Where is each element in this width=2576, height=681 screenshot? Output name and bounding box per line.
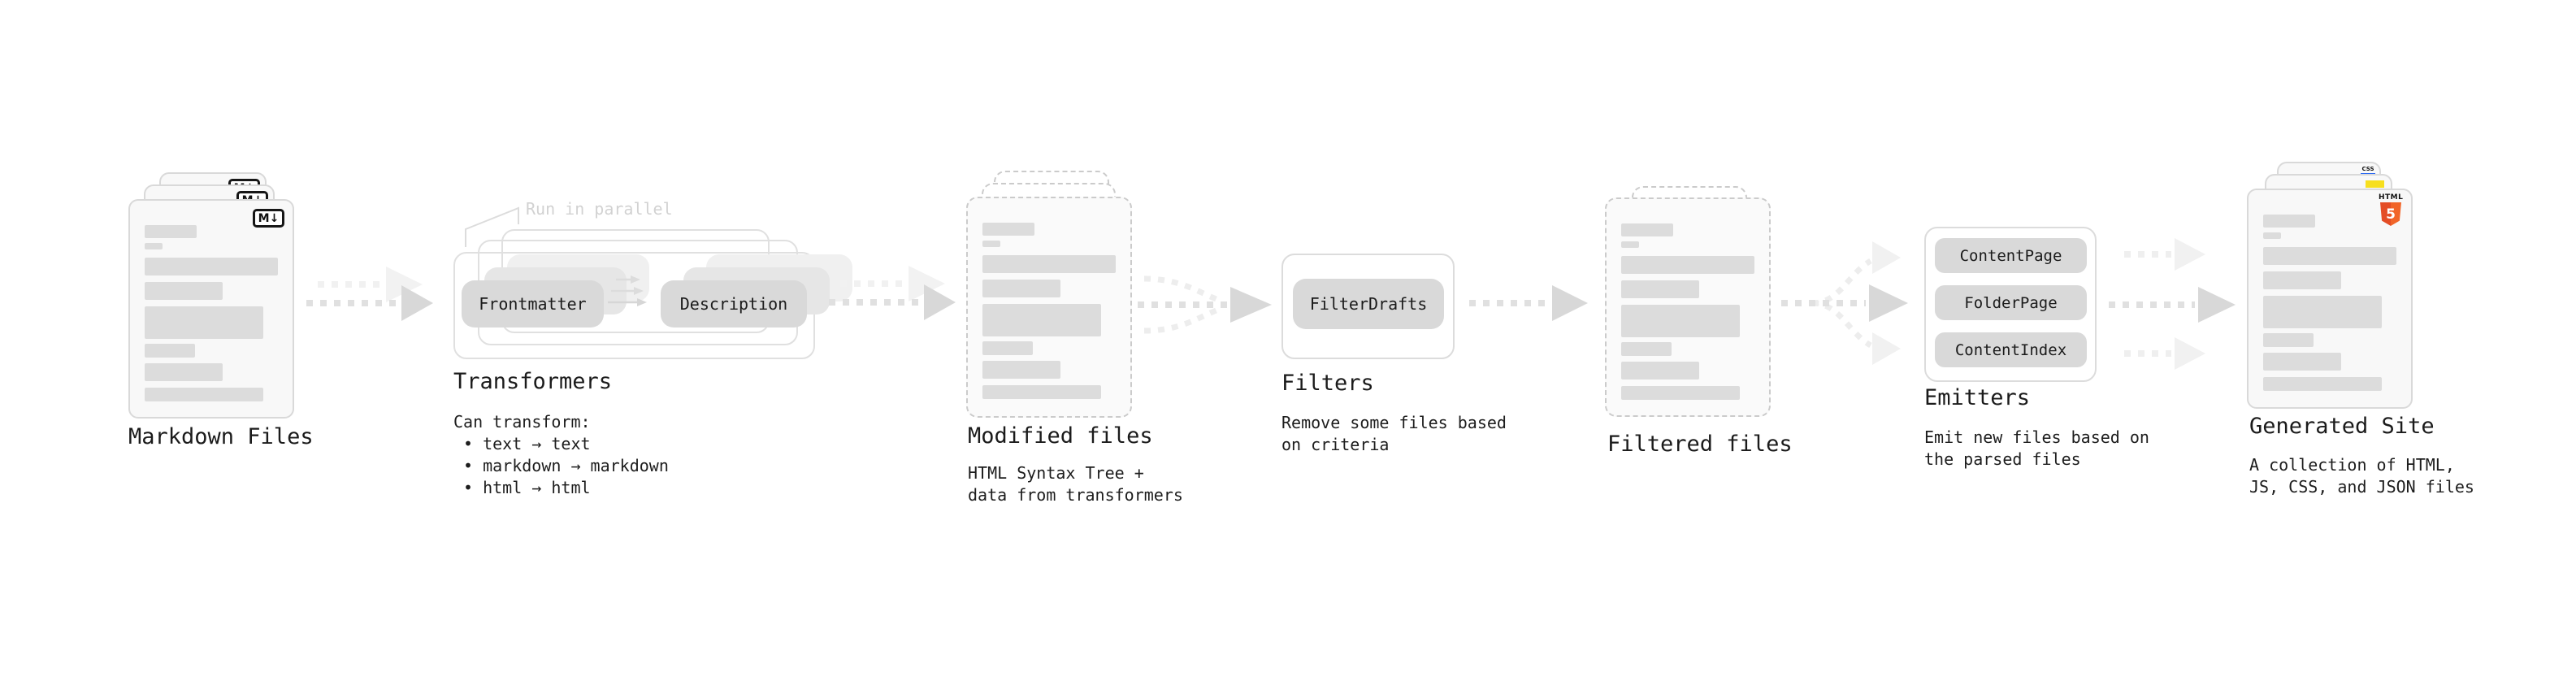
content-placeholder-bar [1621, 241, 1639, 248]
content-placeholder-bar [982, 280, 1060, 297]
contentindex-pill: ContentIndex [1935, 332, 2087, 367]
content-placeholder-bar [2263, 232, 2281, 239]
run-in-parallel-annotation: Run in parallel [526, 199, 673, 219]
content-placeholder-bar [145, 225, 197, 238]
filtered-files-label: Filtered files [1607, 432, 1793, 457]
arrow-ghost [840, 266, 945, 301]
content-placeholder-bar [982, 304, 1101, 336]
content-placeholder-bar [1621, 362, 1699, 380]
js-icon [2366, 180, 2384, 188]
transformer-flow-arrows [608, 275, 647, 306]
content-placeholder-bar [1621, 256, 1754, 274]
content-placeholder-bar [1621, 386, 1740, 400]
content-placeholder-bar [145, 258, 278, 275]
generated-site-desc: A collection of HTML, [2249, 455, 2455, 475]
transformers-bullet: • html → html [463, 478, 591, 497]
modified-files-desc: data from transformers [968, 485, 1183, 505]
content-placeholder-bar [2263, 215, 2315, 228]
content-placeholder-bar [145, 243, 163, 249]
annotation-leader-line [465, 206, 519, 247]
filters-label: Filters [1281, 371, 1374, 396]
html5-shield: 5 [2380, 202, 2401, 226]
content-placeholder-bar [145, 282, 223, 300]
transformers-bullet: • text → text [463, 434, 591, 453]
emitters-label: Emitters [1924, 385, 2031, 410]
arrow-modified-to-filters [1138, 275, 1272, 334]
content-placeholder-bar [2263, 377, 2382, 391]
content-placeholder-bar [1621, 223, 1673, 236]
modified-files-label: Modified files [968, 423, 1153, 449]
generated-site-label: Generated Site [2249, 414, 2435, 439]
content-placeholder-bar [2263, 247, 2396, 265]
content-placeholder-bar [145, 344, 195, 358]
content-placeholder-bar [145, 306, 263, 339]
content-placeholder-bar [145, 388, 263, 401]
content-placeholder-bar [982, 385, 1101, 399]
contentpage-pill: ContentPage [1935, 238, 2087, 273]
arrow-filters-to-filtered [1469, 285, 1588, 321]
content-placeholder-bar [982, 361, 1060, 379]
content-placeholder-bar [1621, 342, 1672, 356]
arrow-folderpage-to-site [2109, 287, 2236, 323]
transformers-bullet: • markdown → markdown [463, 456, 669, 475]
transformers-desc-title: Can transform: [453, 412, 591, 432]
arrow-ghost [318, 267, 423, 302]
content-placeholder-bar [982, 223, 1034, 236]
modified-file-front [966, 197, 1132, 418]
arrow-markdown-to-transformers [306, 267, 433, 321]
folderpage-pill: FolderPage [1935, 285, 2087, 320]
content-placeholder-bar [2263, 333, 2314, 347]
markdown-files-label: Markdown Files [128, 424, 314, 449]
html5-icon: HTML 5 [2379, 194, 2403, 226]
emitters-box [1924, 227, 2097, 382]
filters-box [1281, 254, 1455, 359]
site-file-html: HTML 5 [2247, 189, 2413, 409]
emitters-desc: the parsed files [1924, 449, 2081, 469]
markdown-file-front: M↓ [128, 199, 294, 419]
filters-desc: Remove some files based [1281, 413, 1507, 432]
modified-files-desc: HTML Syntax Tree + [968, 463, 1144, 483]
transformers-label: Transformers [453, 369, 613, 394]
generated-site-desc: JS, CSS, and JSON files [2249, 477, 2474, 497]
content-placeholder-bar [2263, 296, 2382, 328]
content-placeholder-bar [2263, 271, 2341, 289]
filtered-file-front [1605, 197, 1771, 417]
content-placeholder-bar [1621, 280, 1699, 298]
markdown-icon: M↓ [253, 209, 284, 228]
arrow-filtered-to-emitters [1781, 241, 1908, 365]
filters-desc: on criteria [1281, 435, 1390, 454]
arrow-contentpage-to-site [2124, 238, 2205, 271]
emitters-desc: Emit new files based on [1924, 427, 2149, 447]
content-placeholder-bar [1621, 305, 1740, 337]
frontmatter-pill: Frontmatter [462, 280, 604, 327]
arrow-transformers-to-modified [829, 266, 956, 320]
content-placeholder-bar [145, 363, 223, 381]
content-placeholder-bar [2263, 353, 2341, 371]
content-placeholder-bar [982, 241, 1000, 247]
arrow-contentindex-to-site [2124, 337, 2205, 370]
content-placeholder-bar [982, 255, 1116, 273]
filterdrafts-pill: FilterDrafts [1293, 279, 1444, 329]
description-pill: Description [661, 280, 807, 327]
content-placeholder-bar [982, 341, 1033, 355]
